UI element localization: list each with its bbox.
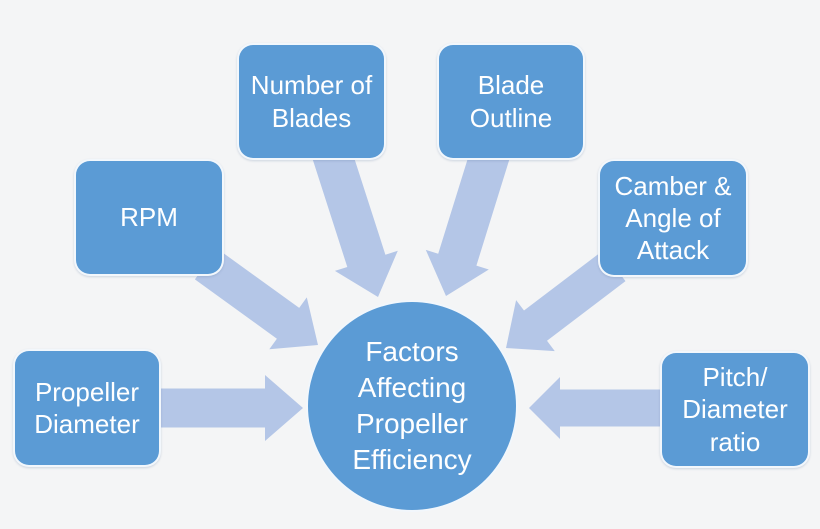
arrow-rpm [194,248,318,350]
arrow-blade-outline [425,142,512,296]
arrow-propeller-diameter [160,375,303,441]
arrow-camber-angle-of-attack [506,250,626,352]
factor-label-rpm: RPM [120,202,178,233]
factor-box-rpm: RPM [74,159,224,276]
arrow-pitch-diameter-ratio [529,377,662,439]
arrow-number-of-blades [311,141,398,297]
